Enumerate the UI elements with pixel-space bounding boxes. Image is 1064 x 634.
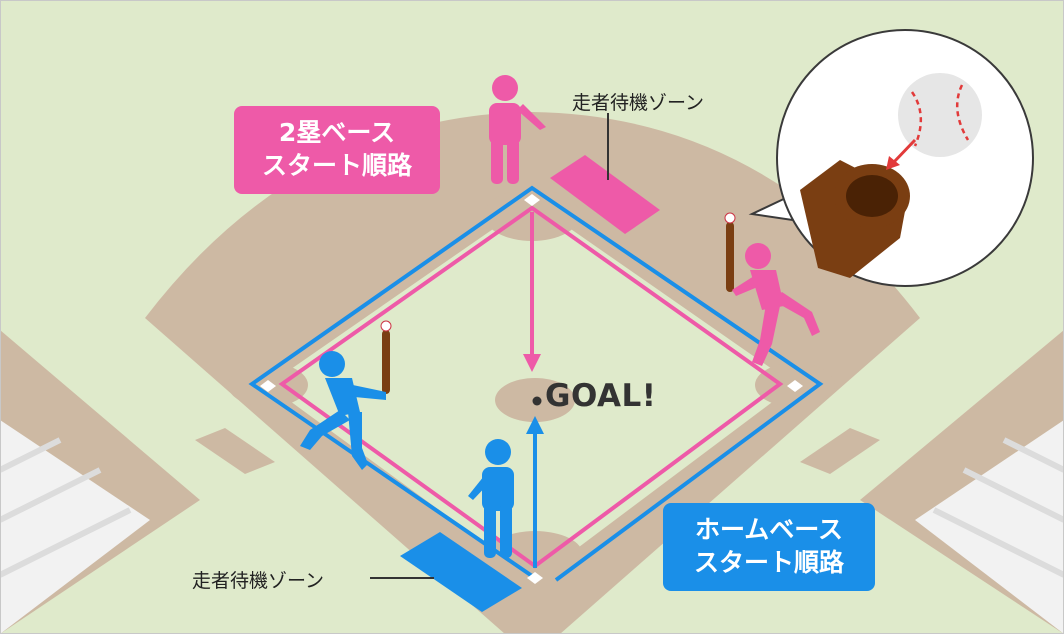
first-base [787, 380, 803, 392]
second-base-start-line1: 2塁ベース [278, 118, 396, 147]
coach-box-left [195, 428, 275, 474]
home-base [527, 572, 543, 584]
pink-waiting-runner-icon [489, 75, 546, 184]
runner-waiting-zone-label-bottom: 走者待機ゾーン [192, 570, 325, 592]
pink-batter-icon [724, 212, 820, 366]
second-base [524, 194, 540, 206]
callout-arrow-line [891, 138, 917, 165]
second-base-start-label: 2塁ベース スタート順路 [234, 106, 440, 194]
goal-dot [532, 396, 542, 406]
third-base [260, 380, 276, 392]
home-base-start-line1: ホームベース [694, 515, 843, 544]
runner-waiting-zone-label-top: 走者待機ゾーン [572, 92, 705, 114]
callout-ball-icon [898, 73, 982, 157]
callout-bubble [748, 29, 1034, 287]
blue-waiting-zone [400, 532, 522, 612]
blue-arrow-head [526, 416, 544, 434]
pink-arrow-head [523, 354, 541, 372]
goal-label: GOAL! [545, 378, 657, 414]
home-base-start-line2: スタート順路 [693, 548, 844, 577]
stands-left [0, 420, 150, 634]
callout-arrow-head [886, 156, 900, 170]
home-base-start-label: ホームベース スタート順路 [663, 503, 875, 591]
blue-batter-icon [300, 320, 392, 470]
home-base-start-route [248, 185, 824, 582]
stands-lines [0, 437, 1064, 578]
callout-bat-end-icon [800, 160, 910, 278]
coach-box-right [800, 428, 880, 474]
stands-right [915, 420, 1064, 634]
second-base-start-line2: スタート順路 [261, 151, 412, 180]
pink-waiting-zone [550, 155, 660, 234]
blue-waiting-runner-icon [468, 439, 514, 558]
